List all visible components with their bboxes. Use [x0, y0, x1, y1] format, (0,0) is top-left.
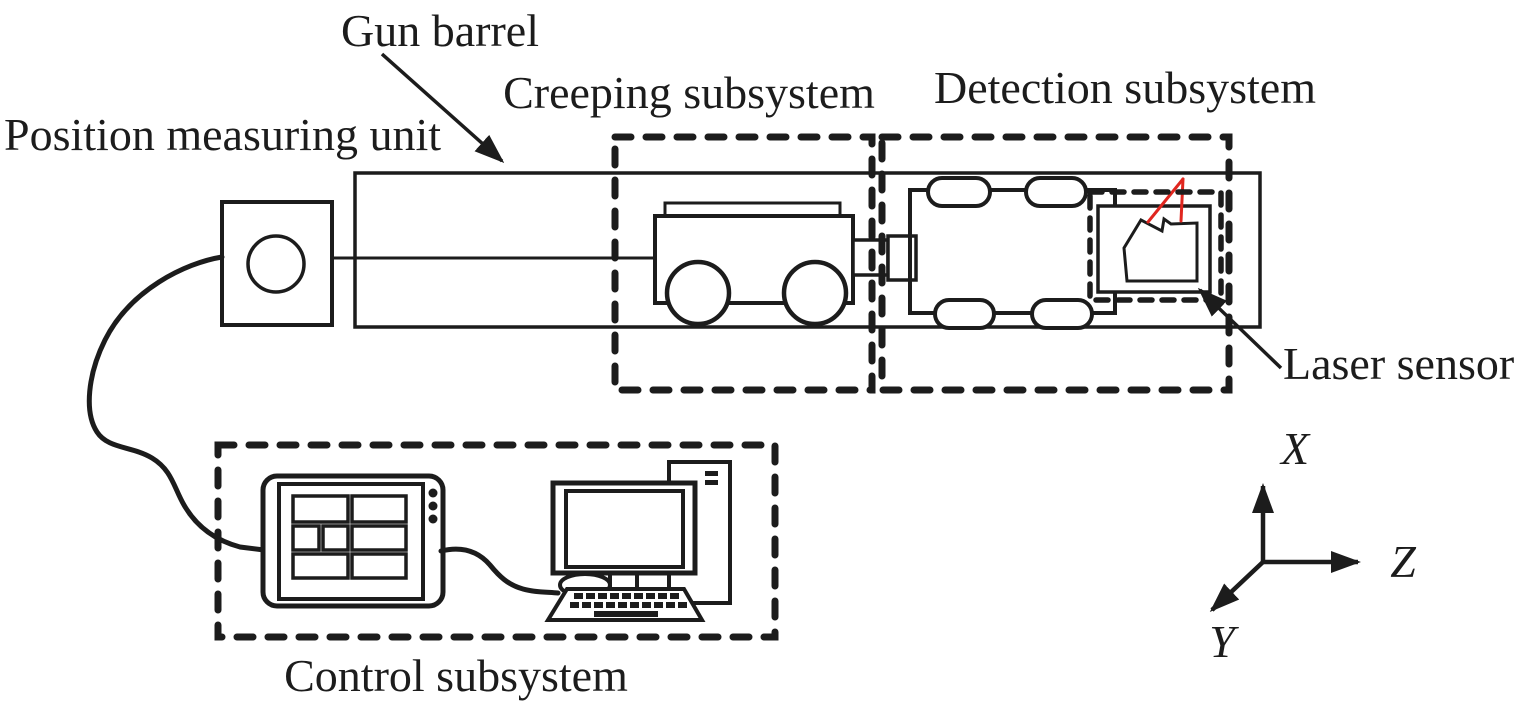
desktop-computer: [544, 460, 732, 622]
coordinate-axes: X Z Y: [1209, 423, 1416, 667]
axis-y-arrow: [1209, 560, 1265, 613]
axis-y-label: Y: [1209, 616, 1239, 667]
tablet-panel-cell: [291, 494, 350, 524]
detection-subsystem-label: Detection subsystem: [934, 62, 1316, 113]
carriage-roller-bottom-right-icon: [1030, 298, 1094, 330]
tablet-panel-cell: [350, 494, 408, 524]
tower-vent-icon: [705, 471, 718, 476]
gun-barrel-label: Gun barrel: [341, 5, 539, 56]
carriage-roller-top-left-icon: [926, 176, 992, 208]
position-measuring-unit-lens-icon: [246, 234, 306, 294]
laser-beam-diagonal: [1146, 177, 1185, 224]
cable-tablet-to-computer: [438, 546, 561, 596]
keyboard-keys-icon: [570, 593, 687, 617]
control-tablet: [260, 473, 446, 609]
tablet-panel-cell: [291, 524, 321, 552]
control-subsystem-label: Control subsystem: [284, 650, 628, 701]
tablet-panel-cell: [321, 524, 350, 552]
laser-sensor-body-icon: [1122, 216, 1199, 283]
tablet-button-icon: [428, 501, 438, 511]
tablet-panel-cell: [291, 552, 350, 580]
tablet-panel-cell: [350, 524, 408, 552]
axis-z-label: Z: [1390, 536, 1416, 587]
cable-pmu-to-tablet: [86, 254, 267, 553]
position-measuring-unit-box: [220, 200, 334, 327]
cart-wheel-left-icon: [664, 259, 732, 327]
control-subsystem-box: [214, 441, 779, 641]
position-measuring-unit: [220, 200, 334, 327]
laser-sensor-arrow: [1197, 287, 1283, 370]
axis-x-label: X: [1279, 423, 1311, 474]
carriage-roller-top-right-icon: [1024, 176, 1088, 208]
monitor-screen: [564, 489, 685, 569]
laser-sensor-label: Laser sensor: [1283, 338, 1514, 389]
detection-subsystem-box: [878, 133, 1233, 394]
tablet-panel-cell: [350, 552, 408, 580]
cart-wheel-right-icon: [781, 259, 849, 327]
gun-barrel-arrow: [380, 52, 505, 163]
laser-sensor-head: [1096, 177, 1212, 294]
tower-vent-icon: [705, 480, 718, 485]
carriage-roller-bottom-left-icon: [933, 298, 996, 330]
laser-sensor-box: [1087, 189, 1224, 303]
laser-beam-vertical: [1179, 177, 1185, 223]
tablet-button-icon: [428, 514, 438, 524]
creeping-subsystem-label: Creeping subsystem: [503, 67, 875, 118]
tablet-button-icon: [428, 488, 438, 498]
creeping-subsystem-box: [611, 133, 876, 394]
position-measuring-unit-label: Position measuring unit: [4, 109, 441, 160]
